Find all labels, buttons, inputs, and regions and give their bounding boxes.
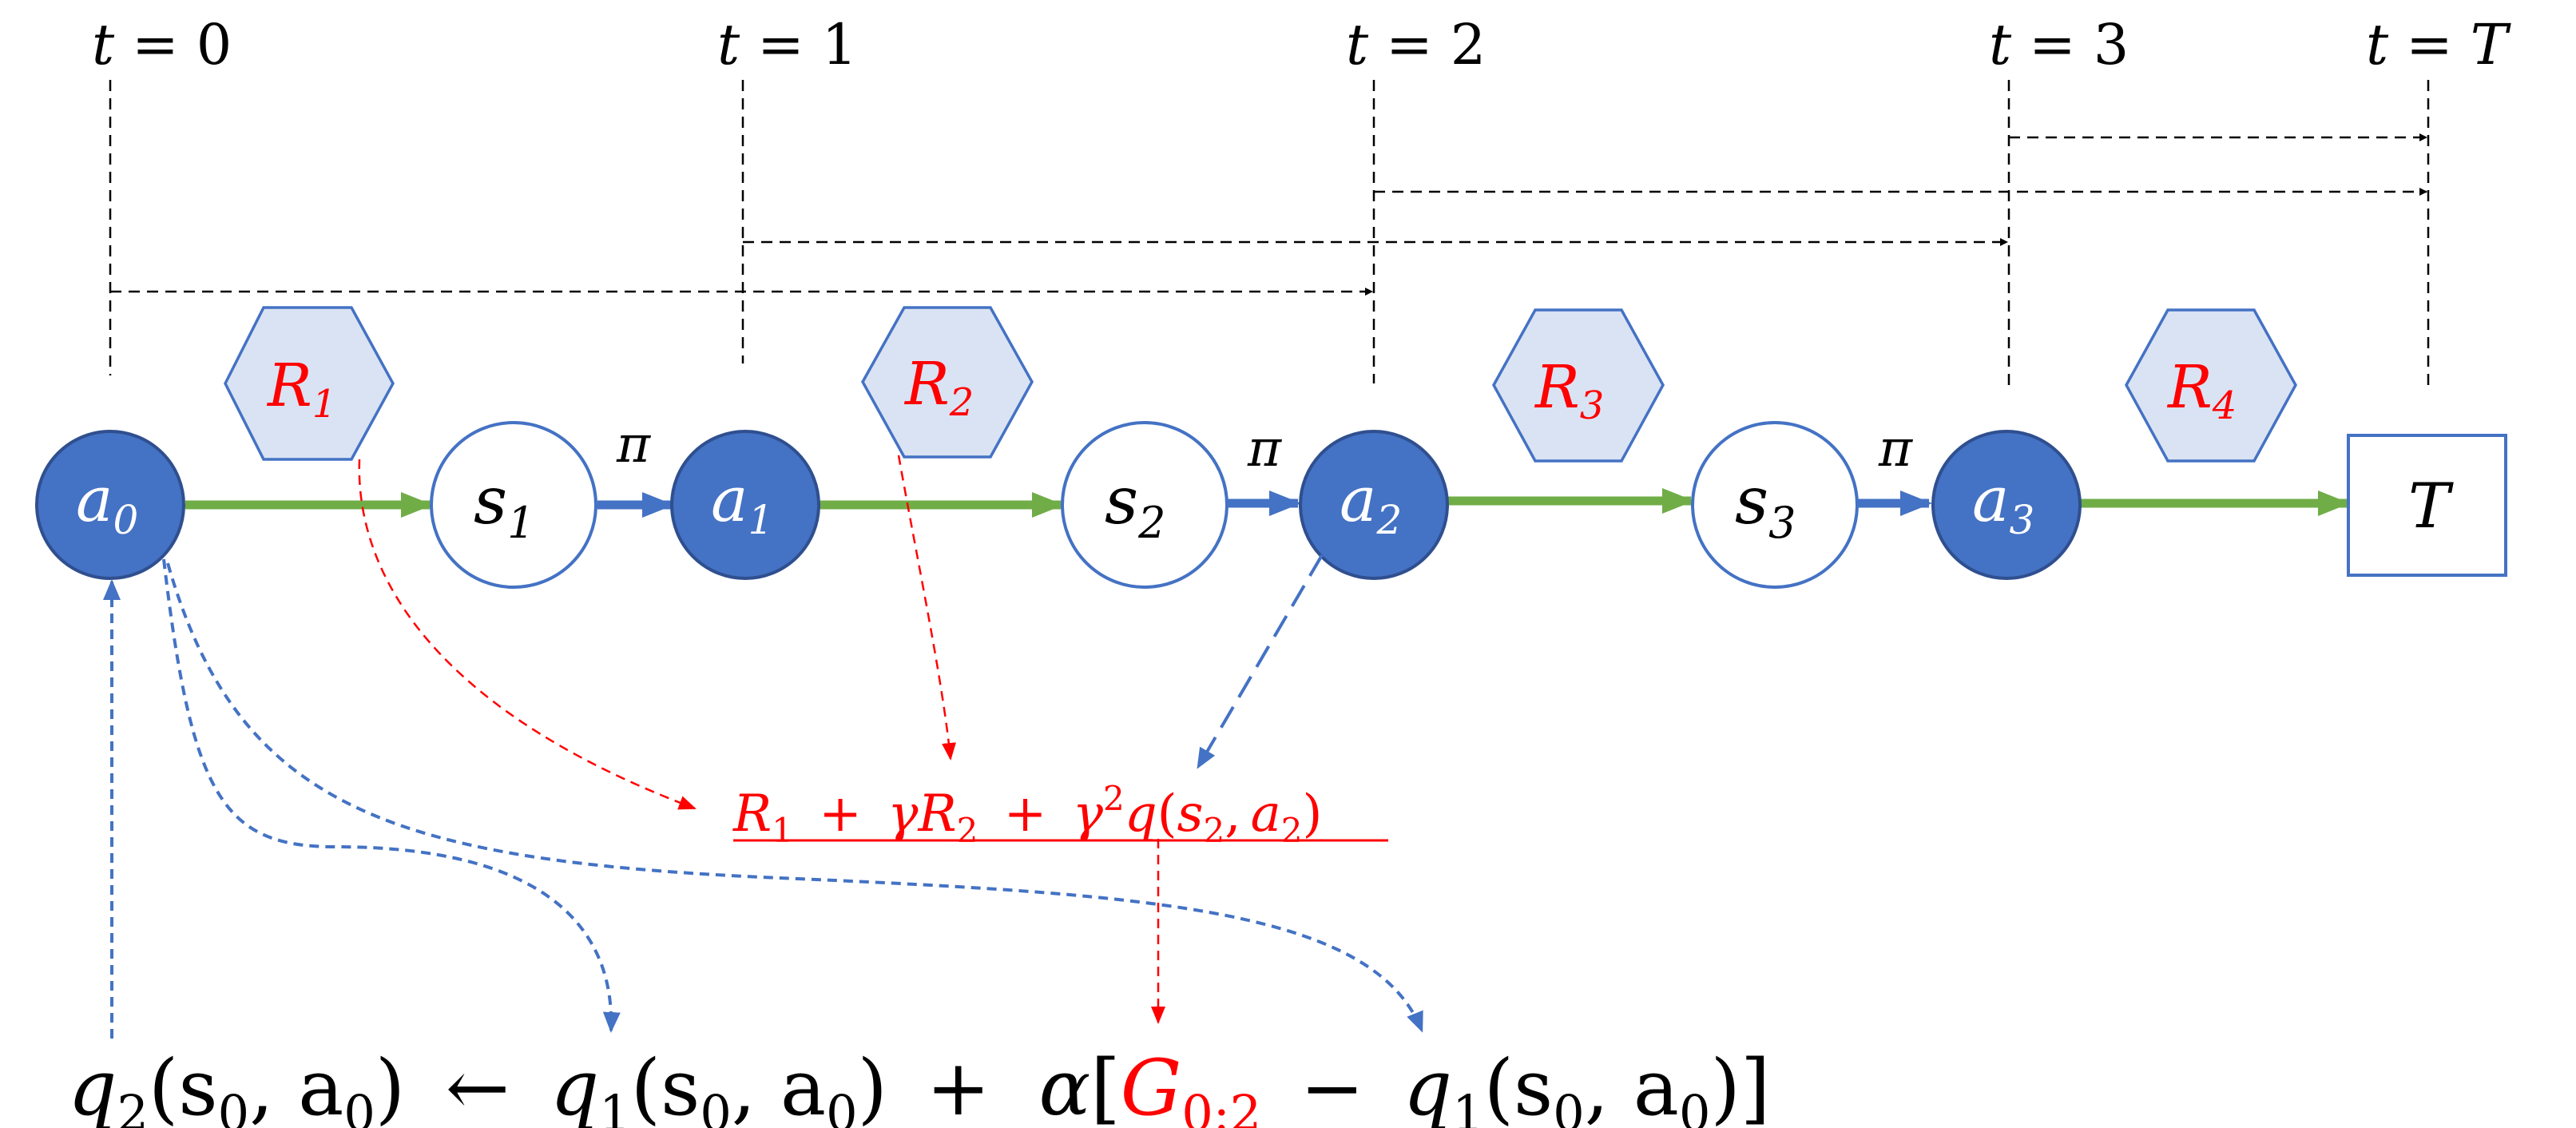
connector-r2-target [897,455,956,761]
n-step-target-expression: R1 + γR2 + γ2q(s2,a2) [732,779,1388,855]
connector-a0-q1-first [162,558,621,1033]
state-nodes: s1 s2 s3 [430,421,1859,589]
time-guide-lines [109,80,2430,391]
state-node-s2: s2 [1061,421,1228,589]
reward-hexagons: R1 R2 R3 R4 [224,306,2297,463]
policy-label-1: π [616,415,651,475]
svg-text:a3: a3 [1972,464,2034,543]
svg-text:a2: a2 [1340,464,1402,543]
policy-arrows [597,491,1932,518]
svg-text:R3: R3 [1534,353,1604,428]
connector-r1-target [358,459,697,810]
svg-text:R1: R1 [266,352,336,427]
time-label-0: t=0 [92,12,232,77]
action-node-a1: a1 [670,430,820,580]
svg-text:R4: R4 [2166,353,2237,428]
terminal-state: T [2347,434,2507,577]
action-node-a0: a0 [35,430,185,580]
transition-arrows [185,488,2350,518]
connector-a2-q [1197,554,1324,769]
svg-text:a1: a1 [711,464,773,543]
time-label-1: t=1 [717,12,857,77]
action-node-a2: a2 [1299,430,1449,580]
svg-text:s2: s2 [1105,463,1165,548]
time-label-3: t=3 [1989,12,2129,77]
svg-text:s1: s1 [474,463,534,548]
time-label-2: t=2 [1346,12,1486,77]
svg-text:T: T [2408,471,2454,542]
state-node-s1: s1 [430,421,597,589]
svg-text:R1 + γR2 +: R1 + γR2 + γ2q(s2,a2) [732,779,1322,855]
action-nodes: a0 a1 a2 a3 [35,430,2082,580]
reward-r1: R1 [224,306,395,461]
reward-r4: R4 [2125,308,2297,463]
svg-text:q2(s0, a0) ← q1(s0: q2(s0, a0) ← q1(s0, a0) + α[G0:2 − q1(s0… [68,1043,1770,1128]
update-rule: q2(s0, a0) ← q1(s0, a0) + α[G0:2 − q1(s0… [68,1043,1770,1128]
action-node-a3: a3 [1931,430,2082,580]
n-step-spans [110,133,2427,296]
reward-r2: R2 [860,306,1034,459]
policy-label-3: π [1878,419,1913,479]
reward-r3: R3 [1492,308,1665,463]
state-node-s3: s3 [1691,421,1859,589]
svg-text:s3: s3 [1735,463,1796,548]
reward-connectors [358,455,1165,1024]
connector-a0-q1-second [166,562,1423,1033]
blue-connectors [103,554,1423,1039]
time-label-T: t=T [2366,12,2511,77]
policy-labels: π π π [616,415,1913,479]
svg-text:R2: R2 [903,350,974,425]
time-labels: t=0 t=1 t=2 t=3 t=T [92,12,2511,77]
policy-label-2: π [1247,419,1282,479]
svg-text:a0: a0 [76,464,138,543]
